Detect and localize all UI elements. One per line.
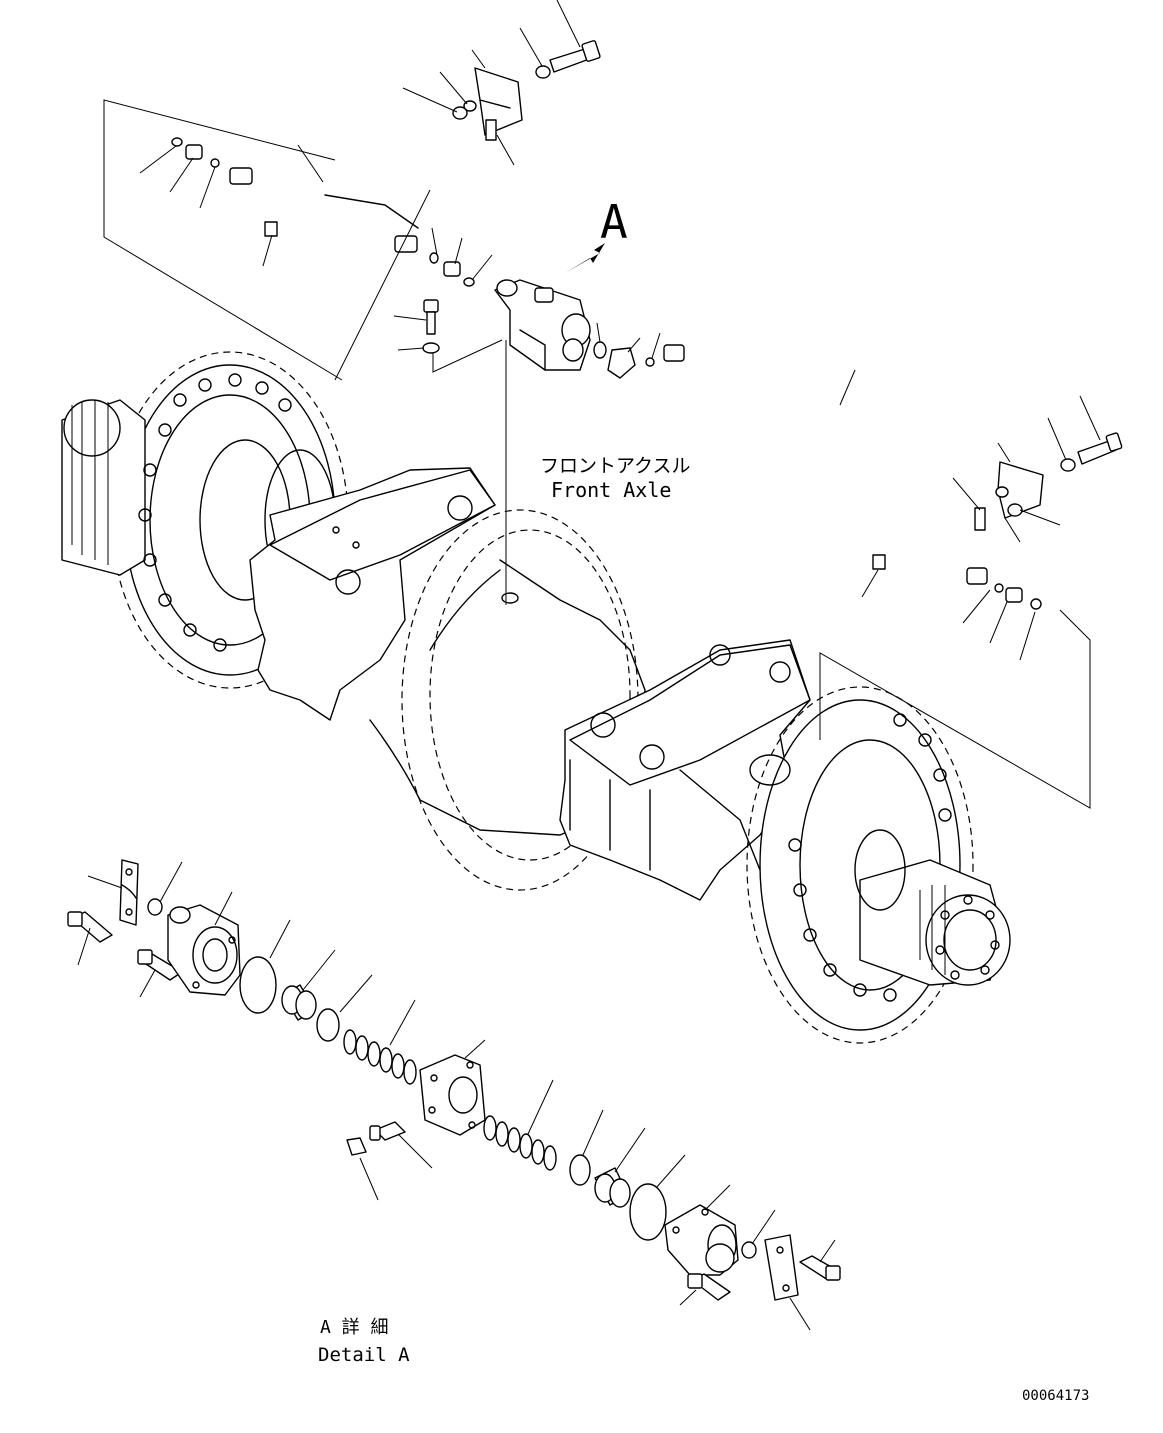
left-wheel-hub [61, 351, 349, 689]
leader-lines-detail [77, 861, 836, 1331]
detail-label-jp: A 詳 細 [320, 1317, 389, 1338]
solenoid-valve [494, 279, 591, 605]
valve-mounting-bolt [393, 299, 503, 373]
drawing-number: 00064173 [1022, 1388, 1089, 1404]
view-marker-label: A [600, 195, 628, 249]
left-pipe-fittings [171, 137, 475, 287]
upper-left-bracket [452, 40, 601, 141]
detail-a-exploded-view [67, 859, 841, 1301]
leader-lines-top [139, 0, 1101, 661]
front-axle-housing [61, 351, 1011, 1044]
right-pipe-fittings [593, 341, 1042, 610]
view-arrow-a: A [565, 195, 628, 273]
front-axle-label-en: Front Axle [551, 478, 671, 502]
axle-mount-pad-left [269, 469, 496, 581]
detail-label-en: Detail A [318, 1344, 410, 1366]
right-wheel-hub [746, 686, 1011, 1044]
assembly-frame-lines [103, 99, 1091, 809]
front-axle-label-jp: フロントアクスル [540, 455, 690, 477]
left-brake-pipe [171, 137, 475, 287]
axle-mount-pad-right [569, 644, 811, 786]
right-brake-pipe [593, 341, 1042, 610]
upper-right-bracket [974, 432, 1123, 531]
